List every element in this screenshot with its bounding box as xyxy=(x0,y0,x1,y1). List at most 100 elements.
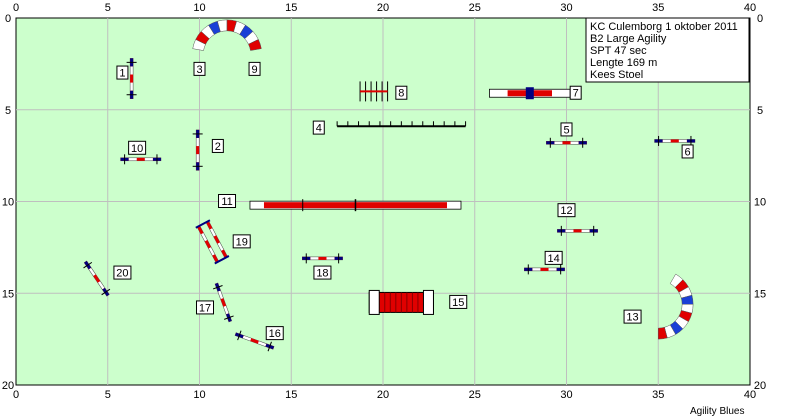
obstacle-jump xyxy=(212,282,234,323)
obstacle-tunnel xyxy=(658,273,694,340)
obstacle-jump xyxy=(557,225,598,236)
obstacle-double xyxy=(195,219,230,265)
x-tick-label-bottom: 0 xyxy=(13,389,19,401)
obstacle-number: 9 xyxy=(251,64,257,76)
obstacle-number: 19 xyxy=(236,236,248,248)
x-tick-label-bottom: 20 xyxy=(377,389,389,401)
obstacle-tunnel xyxy=(192,19,262,51)
obstacle-jump xyxy=(234,330,275,352)
obstacle-number-box xyxy=(544,250,563,265)
x-tick-label-top: 35 xyxy=(652,2,664,14)
obstacle-number-box xyxy=(218,194,237,208)
jump-bar-stripe xyxy=(212,254,219,263)
tunnel-segment xyxy=(248,39,262,51)
jump-bar-stripe xyxy=(130,74,134,83)
jump-bar-stripe xyxy=(221,249,228,259)
obstacle-number-box xyxy=(557,203,576,218)
jump-post xyxy=(212,285,223,290)
obstacle-number: 15 xyxy=(452,297,464,309)
info-line-length: Lengte 169 m xyxy=(590,57,657,69)
obstacle-number-box xyxy=(313,265,332,280)
jump-bar-stripe xyxy=(205,220,213,230)
double-side xyxy=(195,219,211,229)
x-tick-label-top: 20 xyxy=(377,2,389,14)
obstacle-number-box xyxy=(395,85,408,100)
obstacle-jump xyxy=(546,137,587,148)
x-tick-label-bottom: 25 xyxy=(469,389,481,401)
info-line-judge: Kees Stoel xyxy=(590,69,643,81)
obstacle-number: 8 xyxy=(398,88,404,100)
obstacle-number-box xyxy=(116,65,129,80)
obstacle-number: 6 xyxy=(685,146,691,158)
y-tick-label-right: 10 xyxy=(754,197,766,209)
info-line-class: B2 Large Agility xyxy=(590,33,667,45)
obstacle-number: 7 xyxy=(573,88,579,100)
y-tick-label-right: 0 xyxy=(757,13,763,25)
obstacle-jump xyxy=(524,264,565,275)
obstacle-jump xyxy=(302,253,343,264)
obstacle-number: 2 xyxy=(215,141,221,153)
obstacle-number: 5 xyxy=(563,124,569,136)
jump-bar-stripe xyxy=(136,157,145,161)
jump-bar-stripe xyxy=(196,146,200,155)
obstacle-number: 10 xyxy=(131,143,143,155)
double-side xyxy=(214,255,230,265)
x-tick-label-top: 40 xyxy=(744,2,756,14)
x-tick-label-top: 25 xyxy=(469,2,481,14)
obstacle-number-box xyxy=(265,326,284,341)
obstacle-number: 3 xyxy=(196,64,202,76)
jump-bar-stripe xyxy=(204,239,212,249)
obstacle-number: 1 xyxy=(119,68,125,80)
obstacle-number-box xyxy=(113,265,132,280)
chute-entry xyxy=(368,289,380,315)
obstacle-seesaw xyxy=(489,87,571,100)
obstacle-number-box xyxy=(193,61,206,76)
x-tick-label-top: 15 xyxy=(285,2,297,14)
x-tick-label-top: 5 xyxy=(105,2,111,14)
obstacle-number-box xyxy=(128,140,147,155)
jump-bar-stripe xyxy=(540,267,549,271)
y-tick-label-left: 0 xyxy=(5,13,11,25)
chute-exit xyxy=(422,289,434,315)
obstacle-number: 14 xyxy=(548,253,560,265)
obstacle-number: 17 xyxy=(199,302,211,314)
obstacle-number-box xyxy=(211,138,224,153)
course-info-box: KC Culemborg 1 oktober 2011 B2 Large Agi… xyxy=(585,17,750,83)
y-tick-label-left: 5 xyxy=(5,105,11,117)
info-line-spt: SPT 47 sec xyxy=(590,45,647,57)
obstacle-number-box xyxy=(560,122,573,137)
x-tick-label-bottom: 30 xyxy=(560,389,572,401)
jump-bar-stripe xyxy=(213,235,220,244)
obstacle-dogwalk xyxy=(336,121,467,128)
obstacle-number-box xyxy=(196,300,215,315)
jump-bar-stripe xyxy=(93,274,101,283)
obstacle-jump xyxy=(654,135,696,146)
x-tick-label-top: 10 xyxy=(193,2,205,14)
jump-bar-stripe xyxy=(197,225,204,235)
jump-bar-stripe xyxy=(670,139,679,143)
jump-post xyxy=(237,330,242,341)
jump-post xyxy=(83,261,93,269)
x-tick-label-bottom: 15 xyxy=(285,389,297,401)
jump-post xyxy=(267,341,272,352)
y-tick-label-right: 5 xyxy=(757,105,763,117)
obstacle-number: 13 xyxy=(626,312,638,324)
obstacle-jump xyxy=(126,58,137,99)
footer-credit: Agility Blues xyxy=(690,406,744,417)
x-tick-label-bottom: 10 xyxy=(193,389,205,401)
y-tick-label-left: 10 xyxy=(2,197,14,209)
x-tick-label-top: 0 xyxy=(13,2,19,14)
x-tick-label-bottom: 40 xyxy=(744,389,756,401)
y-tick-label-right: 20 xyxy=(754,380,766,392)
x-tick-label-top: 30 xyxy=(560,2,572,14)
obstacle-number: 12 xyxy=(560,205,572,217)
obstacle-aframe xyxy=(249,199,462,212)
x-tick-label-bottom: 5 xyxy=(105,389,111,401)
obstacle-number-box xyxy=(449,294,468,309)
obstacle-number-box xyxy=(232,234,251,249)
jump-bar-stripe xyxy=(562,141,571,145)
info-line-event: KC Culemborg 1 oktober 2011 xyxy=(590,21,738,33)
obstacle-number: 11 xyxy=(221,196,232,208)
